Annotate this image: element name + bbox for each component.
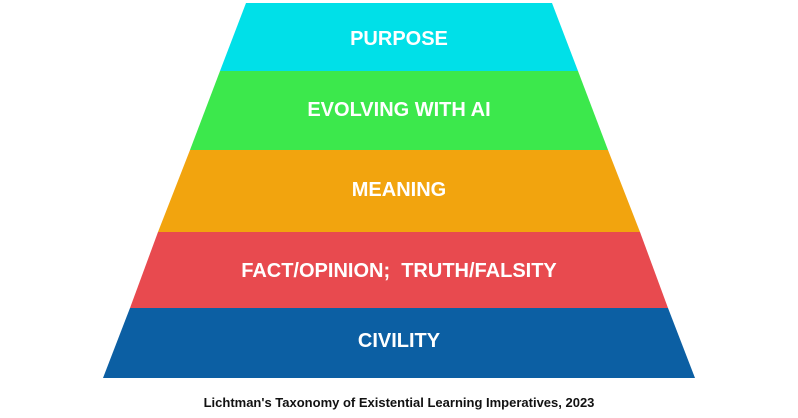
layer-purpose-label: PURPOSE — [350, 28, 448, 50]
layer-civility-label: CIVILITY — [358, 330, 441, 352]
layer-fact-opinion-truth-falsity — [130, 232, 668, 308]
layer-evolving-with-ai-label: EVOLVING WITH AI — [307, 99, 490, 121]
layer-meaning-label: MEANING — [352, 179, 446, 201]
layer-purpose — [220, 3, 578, 71]
layer-meaning — [158, 150, 640, 232]
layer-fact-opinion-truth-falsity-label: FACT/OPINION; TRUTH/FALSITY — [241, 260, 557, 282]
layer-civility — [103, 308, 695, 378]
diagram-caption: Lichtman's Taxonomy of Existential Learn… — [203, 395, 595, 410]
layer-evolving-with-ai — [190, 71, 608, 150]
